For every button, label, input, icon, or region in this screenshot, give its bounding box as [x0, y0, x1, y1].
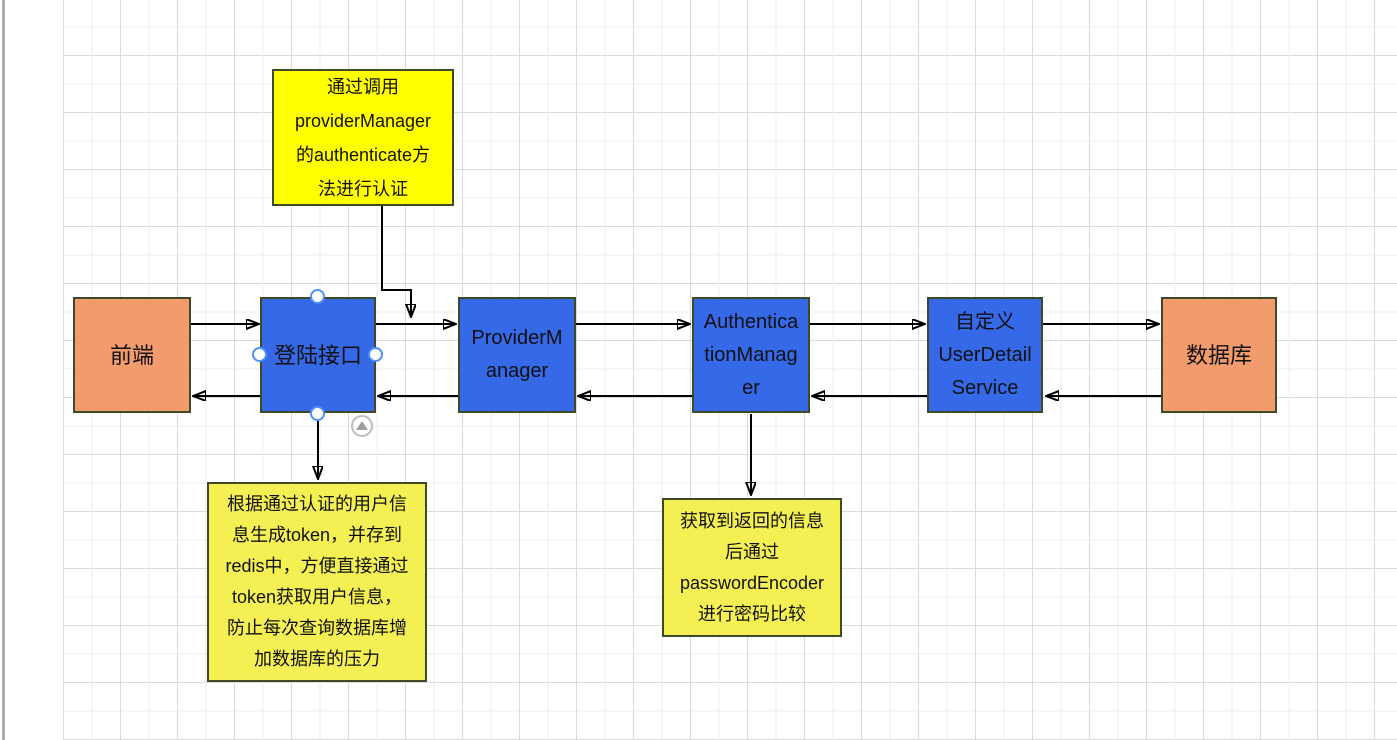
- note-authenticate-call[interactable]: 通过调用 providerManager 的authenticate方 法进行认…: [272, 69, 454, 206]
- connection-handle-top[interactable]: [310, 289, 325, 304]
- triangle-up-icon: [356, 421, 368, 430]
- node-database[interactable]: 数据库: [1161, 297, 1277, 413]
- node-userdetail-service[interactable]: 自定义 UserDetail Service: [927, 297, 1043, 413]
- note-password-encoder[interactable]: 获取到返回的信息 后通过 passwordEncoder 进行密码比较: [662, 498, 842, 637]
- left-gutter: [0, 0, 63, 740]
- connection-handle-left[interactable]: [252, 347, 267, 362]
- node-frontend[interactable]: 前端: [73, 297, 191, 413]
- collapse-badge[interactable]: [351, 415, 373, 437]
- node-login-api[interactable]: 登陆接口: [260, 297, 376, 413]
- node-label: Authentica tionManag er: [703, 310, 799, 399]
- note-text: 根据通过认证的用户信 息生成token，并存到 redis中，方便直接通过 to…: [225, 494, 409, 669]
- node-authentication-manager[interactable]: Authentica tionManag er: [692, 297, 810, 413]
- node-label: 登陆接口: [273, 342, 362, 368]
- window-edge-divider: [2, 0, 5, 740]
- node-provider-manager[interactable]: ProviderM anager: [458, 297, 576, 413]
- connection-handle-bottom[interactable]: [310, 406, 325, 421]
- node-label: 前端: [109, 342, 154, 368]
- node-label: 自定义 UserDetail Service: [938, 310, 1032, 399]
- connection-handle-right[interactable]: [368, 347, 383, 362]
- node-label: 数据库: [1185, 342, 1252, 368]
- edge-note-annotation[interactable]: [381, 206, 411, 316]
- note-text: 通过调用 providerManager 的authenticate方 法进行认…: [294, 76, 432, 199]
- node-label: ProviderM anager: [471, 327, 563, 382]
- note-text: 获取到返回的信息 后通过 passwordEncoder 进行密码比较: [679, 510, 825, 624]
- note-token-redis[interactable]: 根据通过认证的用户信 息生成token，并存到 redis中，方便直接通过 to…: [207, 482, 427, 682]
